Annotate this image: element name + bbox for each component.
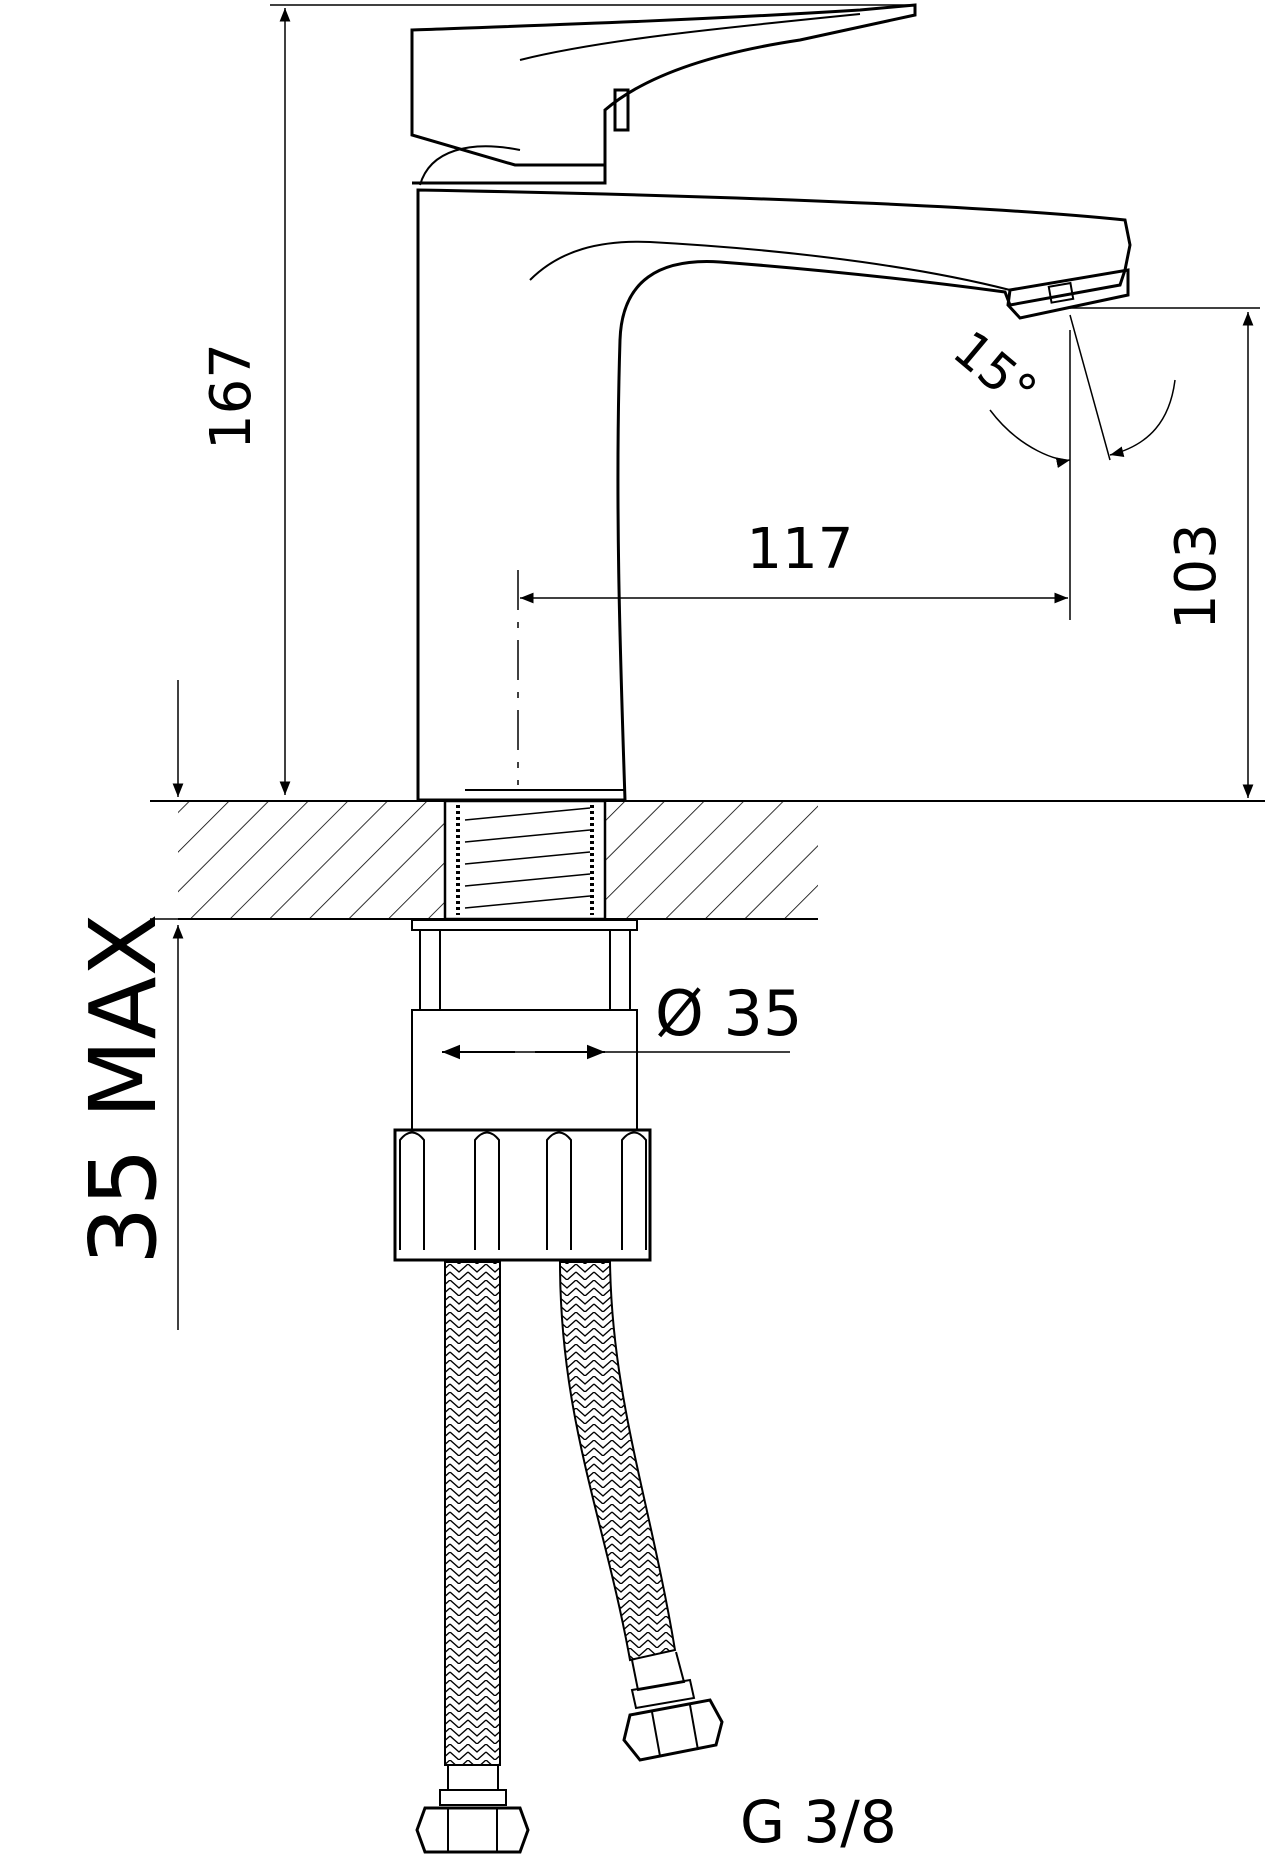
dim-hole-diameter: Ø 35 <box>442 977 802 1060</box>
dim-spout-height-label: 103 <box>1164 523 1229 630</box>
dim-counter-thickness: 35 MAX <box>70 680 184 1330</box>
dim-total-height-label: 167 <box>199 343 264 450</box>
dim-spout-reach-label: 117 <box>747 517 854 582</box>
left-hose-nut <box>415 1806 530 1854</box>
dim-spout-reach: 117 <box>517 330 1071 785</box>
supply-hoses <box>415 1261 724 1854</box>
mounting-nut <box>393 1128 652 1262</box>
spout <box>416 188 1132 802</box>
dim-hole-diameter-label: Ø 35 <box>655 977 802 1050</box>
mounting-assembly <box>393 919 652 1262</box>
countertop-section <box>150 799 1265 921</box>
dim-spout-height: 103 <box>1070 307 1260 798</box>
faucet-body <box>410 3 1132 802</box>
aerator <box>1006 268 1130 320</box>
lever-handle <box>410 3 917 167</box>
dim-counter-thickness-label: 35 MAX <box>70 913 177 1265</box>
dim-swivel-angle-label: 15° <box>942 320 1047 421</box>
dim-swivel-angle: 15° <box>942 314 1176 468</box>
thread-size-label: G 3/8 <box>740 1788 897 1856</box>
dim-total-height: 167 <box>199 4 915 795</box>
right-hose-nut <box>622 1698 724 1762</box>
